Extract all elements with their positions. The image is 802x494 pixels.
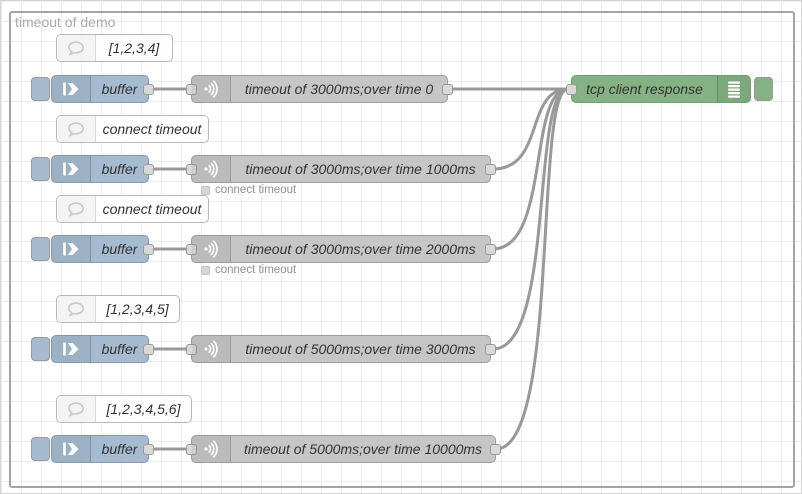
node-label: timeout of 3000ms;over time 1000ms (245, 161, 476, 177)
signal-icon (192, 436, 231, 462)
debug-toggle-button[interactable] (754, 77, 773, 101)
wire (491, 87, 570, 171)
output-port[interactable] (143, 344, 154, 355)
output-port[interactable] (485, 344, 496, 355)
inject-arrow-icon (52, 76, 91, 102)
tcp-request-node[interactable]: timeout of 3000ms;over time 0 (186, 75, 453, 103)
inject-node[interactable]: buffer (51, 155, 154, 183)
inject-arrow-icon (52, 336, 91, 362)
status-label: connect timeout (215, 264, 297, 276)
input-port[interactable] (186, 84, 197, 95)
comment-node[interactable]: [1,2,3,4,5] (56, 295, 180, 323)
node-group[interactable]: timeout of demo (9, 11, 795, 488)
comment-label: connect timeout (102, 201, 202, 217)
node-label: buffer (101, 341, 138, 357)
comment-node[interactable]: connect timeout (56, 115, 209, 143)
inject-button[interactable] (31, 237, 50, 261)
comment-label: [1,2,3,4] (108, 40, 160, 56)
node-label: timeout of 5000ms;over time 3000ms (245, 341, 476, 357)
tcp-request-node[interactable]: timeout of 5000ms;over time 3000ms (186, 335, 496, 363)
comment-bubble-icon (57, 196, 96, 222)
node-status: connect timeout (201, 264, 296, 276)
node-label: buffer (101, 161, 138, 177)
output-port[interactable] (143, 84, 154, 95)
tcp-request-node[interactable]: timeout of 5000ms;over time 10000ms (186, 435, 501, 463)
output-port[interactable] (485, 244, 496, 255)
input-port[interactable] (186, 444, 197, 455)
wire (494, 87, 570, 451)
node-label: buffer (101, 441, 138, 457)
input-port[interactable] (186, 344, 197, 355)
output-port[interactable] (143, 164, 154, 175)
signal-icon (192, 336, 231, 362)
inject-node[interactable]: buffer (51, 335, 154, 363)
group-label: timeout of demo (15, 14, 116, 30)
input-port[interactable] (566, 84, 577, 95)
wire (491, 87, 570, 351)
comment-bubble-icon (57, 296, 96, 322)
debug-list-icon (717, 76, 750, 102)
inject-node[interactable]: buffer (51, 435, 154, 463)
input-port[interactable] (186, 164, 197, 175)
inject-button[interactable] (31, 77, 50, 101)
comment-bubble-icon (57, 116, 96, 142)
node-label: timeout of 5000ms;over time 10000ms (243, 441, 483, 457)
node-status: connect timeout (201, 184, 296, 196)
comment-bubble-icon (57, 35, 96, 61)
wire (491, 87, 570, 251)
comment-node[interactable]: connect timeout (56, 195, 209, 223)
output-port[interactable] (490, 444, 501, 455)
input-port[interactable] (186, 244, 197, 255)
node-label: timeout of 3000ms;over time 0 (244, 81, 434, 97)
tcp-request-node[interactable]: timeout of 3000ms;over time 1000ms (186, 155, 496, 183)
node-label: timeout of 3000ms;over time 2000ms (245, 241, 476, 257)
inject-arrow-icon (52, 156, 91, 182)
node-label: tcp client response (586, 81, 703, 97)
status-dot-icon (201, 265, 210, 275)
debug-node[interactable]: tcp client response (566, 75, 751, 103)
inject-arrow-icon (52, 236, 91, 262)
status-label: connect timeout (215, 184, 297, 196)
inject-node[interactable]: buffer (51, 75, 154, 103)
comment-node[interactable]: [1,2,3,4,5,6] (56, 395, 192, 423)
status-dot-icon (201, 185, 210, 195)
inject-button[interactable] (31, 157, 50, 181)
node-label: buffer (101, 81, 138, 97)
output-port[interactable] (143, 444, 154, 455)
output-port[interactable] (485, 164, 496, 175)
comment-label: connect timeout (102, 121, 202, 137)
comment-node[interactable]: [1,2,3,4] (56, 34, 173, 62)
inject-node[interactable]: buffer (51, 235, 154, 263)
signal-icon (192, 76, 231, 102)
node-label: buffer (101, 241, 138, 257)
inject-button[interactable] (31, 437, 50, 461)
inject-button[interactable] (31, 337, 50, 361)
comment-label: [1,2,3,4,5,6] (106, 401, 181, 417)
output-port[interactable] (442, 84, 453, 95)
comment-bubble-icon (57, 396, 96, 422)
signal-icon (192, 156, 231, 182)
output-port[interactable] (143, 244, 154, 255)
tcp-request-node[interactable]: timeout of 3000ms;over time 2000ms (186, 235, 496, 263)
signal-icon (192, 236, 231, 262)
inject-arrow-icon (52, 436, 91, 462)
comment-label: [1,2,3,4,5] (106, 301, 169, 317)
